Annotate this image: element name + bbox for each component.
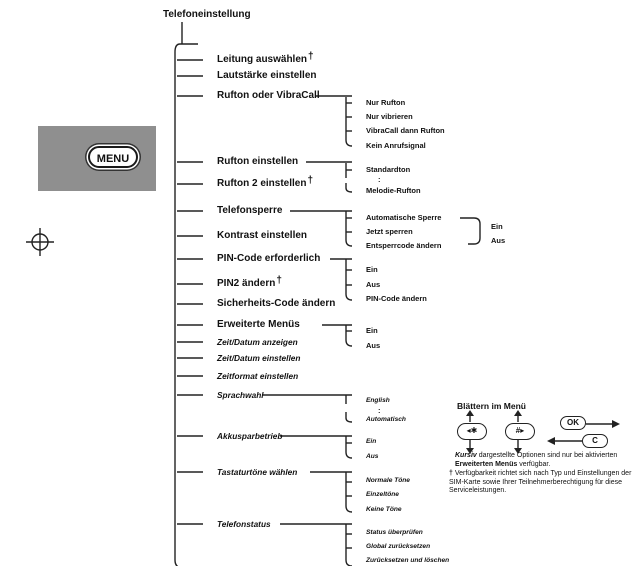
submenu-item[interactable]: Zurücksetzen und löschen [366, 557, 450, 564]
menu-item-label: PIN2 ändern [217, 278, 276, 289]
submenu-item[interactable]: Kein Anrufsignal [366, 141, 426, 150]
menu-item-zeitformat[interactable]: Zeitformat einstellen [217, 371, 299, 381]
submenu-item[interactable]: Ein [491, 222, 503, 231]
submenu-item[interactable]: Jetzt sperren [366, 227, 413, 236]
submenu-item[interactable]: Aus [366, 280, 381, 289]
note-text: dargestellte Optionen sind nur bei aktiv… [476, 452, 618, 459]
submenu-item[interactable]: Aus [366, 341, 381, 350]
menu-item-label: Leitung auswählen [217, 54, 308, 65]
legend-title: Blättern im Menü [457, 401, 526, 411]
submenu-item[interactable]: Melodie-Rufton [366, 186, 421, 195]
menu-item-rufton2[interactable]: Rufton 2 einstellen† [217, 175, 314, 189]
menu-item-leitung[interactable]: Leitung auswählen† [217, 51, 314, 65]
menu-item-telefonstatus[interactable]: Telefonstatus [217, 519, 271, 529]
submenu-item[interactable]: Ein [366, 326, 378, 335]
star-left-key[interactable]: ◂✱ [457, 423, 487, 440]
dagger-mark: † [276, 275, 282, 286]
menu-item-label: Rufton 2 einstellen [217, 178, 307, 189]
menu-item-sicherheitscode[interactable]: Sicherheits-Code ändern [217, 298, 336, 309]
menu-item-sprachwahl[interactable]: Sprachwahl [217, 390, 264, 400]
footnote: † Verfügbarkeit richtet sich nach Typ un… [449, 470, 632, 496]
note-bold-text: Erweiterten Menüs [455, 460, 518, 468]
submenu-item[interactable]: Ein [366, 438, 377, 445]
menu-item-telefonsperre[interactable]: Telefonsperre [217, 205, 283, 216]
submenu-item[interactable]: Automatisch [366, 416, 406, 423]
submenu-item[interactable]: Aus [491, 236, 506, 245]
submenu-item[interactable]: Standardton [366, 165, 411, 174]
submenu-item[interactable]: Keine Töne [366, 506, 402, 513]
submenu-item[interactable]: Normale Töne [366, 477, 410, 484]
submenu-item[interactable]: Aus [366, 453, 379, 460]
page-title: Telefoneinstellung [163, 9, 251, 20]
menu-item-pin2[interactable]: PIN2 ändern† [217, 275, 282, 289]
menu-item-akkusparbetrieb[interactable]: Akkusparbetrieb [217, 431, 283, 441]
submenu-item[interactable]: Nur vibrieren [366, 112, 413, 121]
submenu-item[interactable]: Ein [366, 265, 378, 274]
ellipsis-mark: : [378, 406, 381, 415]
dagger-mark: † [449, 470, 453, 477]
menu-item-zeit-einstellen[interactable]: Zeit/Datum einstellen [217, 353, 301, 363]
footnote-text: Verfügbarkeit richtet sich nach Typ und … [449, 470, 632, 494]
menu-button[interactable]: MENU [88, 146, 138, 168]
ellipsis-mark: : [378, 175, 381, 184]
dagger-mark: † [308, 51, 314, 62]
submenu-item[interactable]: English [366, 397, 390, 404]
submenu-item[interactable]: VibraCall dann Rufton [366, 126, 445, 135]
menu-item-pin-erforderlich[interactable]: PIN-Code erforderlich [217, 253, 321, 264]
menu-item-tastaturtoene[interactable]: Tastaturtöne wählen [217, 467, 298, 477]
menu-item-erweiterte-menues[interactable]: Erweiterte Menüs [217, 319, 300, 330]
menu-item-rufton-vibracall[interactable]: Rufton oder VibraCall [217, 90, 320, 101]
submenu-item[interactable]: Nur Rufton [366, 98, 406, 107]
hash-right-key[interactable]: #▸ [505, 423, 535, 440]
menu-item-zeit-anzeigen[interactable]: Zeit/Datum anzeigen [217, 337, 298, 347]
menu-item-lautstaerke[interactable]: Lautstärke einstellen [217, 70, 317, 81]
ok-key[interactable]: OK [560, 416, 586, 430]
note-italic-word: Kursiv [455, 452, 477, 459]
dagger-mark: † [307, 175, 314, 186]
menu-item-rufton[interactable]: Rufton einstellen [217, 156, 299, 167]
submenu-item[interactable]: Automatische Sperre [366, 213, 442, 222]
menu-item-kontrast[interactable]: Kontrast einstellen [217, 230, 308, 241]
submenu-item[interactable]: PIN-Code ändern [366, 294, 427, 303]
note-text: verfügbar. [517, 460, 551, 468]
submenu-item[interactable]: Global zurücksetzen [366, 543, 431, 550]
submenu-item[interactable]: Status überprüfen [366, 529, 423, 536]
legend-note: Kursiv dargestellte Optionen sind nur be… [455, 452, 632, 469]
submenu-item[interactable]: Einzeltöne [366, 491, 399, 498]
submenu-item[interactable]: Entsperrcode ändern [366, 241, 442, 250]
c-key[interactable]: C [582, 434, 608, 448]
